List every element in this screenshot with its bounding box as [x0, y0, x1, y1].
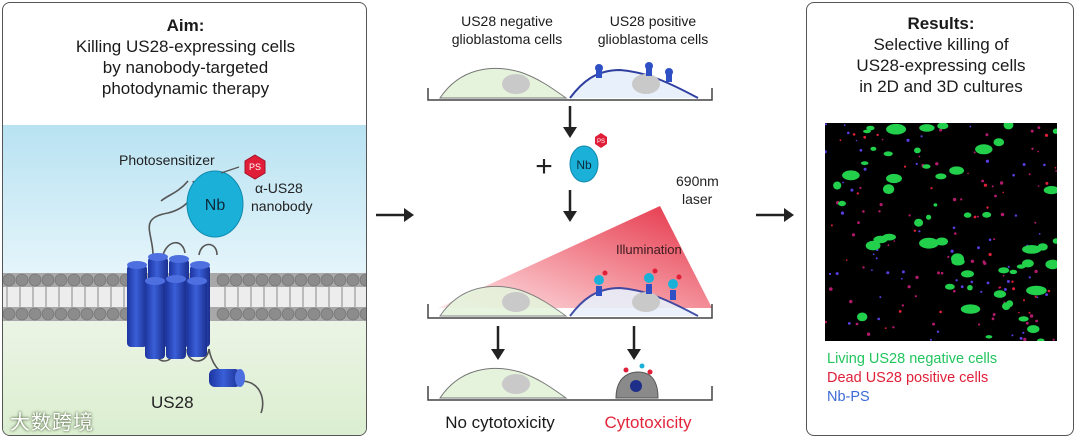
- nb-ps-conjugate: [569, 145, 599, 183]
- ps-hexagon-center: [595, 133, 607, 148]
- results-text: Results: Selective killing of US28-expre…: [807, 13, 1073, 97]
- laser-label-2: laser: [682, 191, 713, 207]
- illumination-label: Illumination: [616, 242, 682, 257]
- dish-during-illumination: [427, 268, 713, 319]
- aim-line-2: by nanobody-targeted: [102, 58, 269, 77]
- laser-beam: [438, 206, 712, 308]
- legend-nbps: Nb-PS: [827, 389, 870, 405]
- results-panel: Results: Selective killing of US28-expre…: [806, 2, 1074, 436]
- arrow-center-to-right: [756, 208, 794, 222]
- legend-dead: Dead US28 positive cells: [827, 370, 989, 386]
- micrograph-cells: [825, 123, 1057, 341]
- workflow-diagram: + Nb PS 690nm laser Illumination: [427, 62, 719, 432]
- positive-cells-label: US28 positive glioblastoma cells: [597, 13, 709, 47]
- results-line-1: Selective killing of: [873, 35, 1009, 54]
- aim-heading: Aim:: [166, 16, 205, 35]
- nanobody-label-2: nanobody: [251, 198, 313, 214]
- aim-panel: Aim: Killing US28-expressing cells by na…: [2, 2, 367, 436]
- aim-line-3: photodynamic therapy: [101, 79, 270, 98]
- ps-badge-center: PS: [597, 139, 605, 145]
- nanobody-label-1: α-US28: [255, 180, 303, 196]
- nb-label-center: Nb: [576, 158, 592, 172]
- dish-outcome: [427, 363, 713, 401]
- workflow-panel: US28 negative glioblastoma cells US28 po…: [420, 10, 720, 440]
- aim-line-1: Killing US28-expressing cells: [75, 37, 296, 56]
- laser-label-1: 690nm: [676, 173, 719, 189]
- results-line-3: in 2D and 3D cultures: [859, 77, 1023, 96]
- helix-8: [209, 369, 241, 387]
- dish-before-treatment: [427, 62, 713, 101]
- arrow-left-to-center: [376, 208, 414, 222]
- watermark-text: 大数跨境: [10, 412, 94, 434]
- outcome-no-cytotoxicity: No cytotoxicity: [445, 413, 555, 432]
- receptor-diagram: Nb PS Photosensitizer α-US28 nanobody US…: [3, 125, 366, 435]
- ps-hexagon: [244, 154, 266, 180]
- photosensitizer-label: Photosensitizer: [119, 152, 215, 168]
- outcome-cytotoxicity: Cytotoxicity: [605, 413, 692, 432]
- aim-text: Aim: Killing US28-expressing cells by na…: [3, 15, 366, 99]
- negative-cells-label: US28 negative glioblastoma cells: [451, 13, 563, 47]
- results-heading: Results:: [907, 14, 975, 33]
- us28-receptor: [127, 253, 245, 387]
- legend-living: Living US28 negative cells: [827, 351, 998, 367]
- nb-label: Nb: [205, 197, 226, 214]
- results-line-2: US28-expressing cells: [856, 56, 1026, 75]
- plus-sign: +: [535, 150, 553, 183]
- watermark: 大数跨境: [10, 406, 94, 435]
- ps-badge: PS: [249, 162, 261, 172]
- fluorescence-micrograph: [825, 123, 1057, 341]
- nanobody: [186, 170, 244, 238]
- receptor-label: US28: [151, 393, 194, 412]
